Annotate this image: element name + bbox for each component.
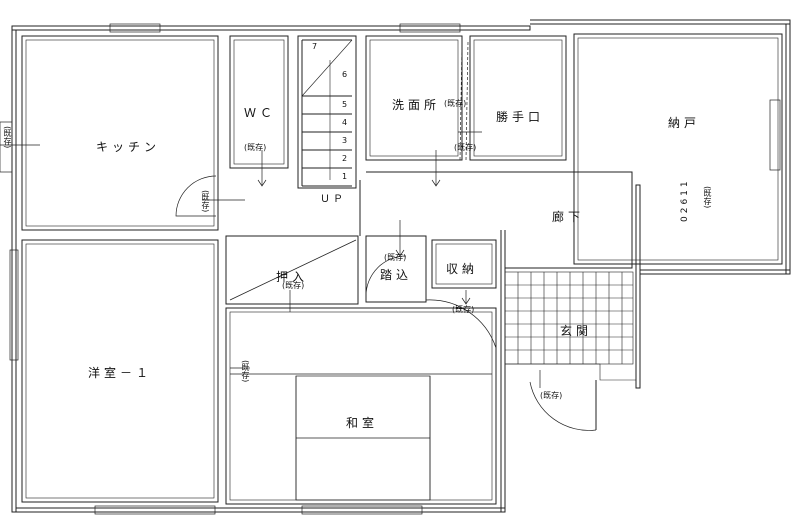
windows: [0, 23, 781, 515]
stair-step-number: 4: [342, 118, 348, 127]
storage-closet-room: [573, 33, 783, 265]
existing-marker: (既存): [452, 305, 475, 314]
stair-step-number: 1: [342, 172, 348, 181]
fumikomi-area: [365, 235, 427, 303]
door-swings: [175, 41, 597, 431]
kitchen-room: [21, 35, 219, 231]
fumikomi-label: 踏込: [380, 268, 413, 282]
stair-step-number: 3: [342, 136, 348, 145]
washroom-label: 洗面所: [392, 98, 441, 112]
existing-marker: (既存): [703, 186, 712, 209]
back-door-label: 勝手口: [496, 110, 545, 124]
arrows: [0, 131, 541, 388]
wc-room: [229, 35, 289, 169]
corridor-label: 廊下: [552, 210, 585, 224]
stair-step-number: 5: [342, 100, 348, 109]
existing-marker: (既存): [454, 143, 477, 152]
stair-step-number: 6: [342, 70, 348, 79]
washitsu-label: 和室: [346, 416, 379, 430]
staircase: [297, 35, 357, 189]
stair-step-number: 2: [342, 154, 348, 163]
existing-marker: (既存): [241, 360, 250, 383]
shuno-label: 収納: [446, 262, 479, 276]
outer-walls: [11, 19, 791, 513]
washroom-room: [365, 35, 463, 161]
existing-marker: (既存): [384, 253, 407, 262]
kitchen-label: キッチン: [96, 140, 161, 154]
window-code: 02611: [680, 178, 690, 222]
western-room: [21, 239, 219, 503]
existing-marker: (既存): [282, 281, 305, 290]
genkan-label: 玄関: [560, 324, 593, 338]
wc-label: ＷＣ: [244, 106, 277, 120]
back-door-room: [469, 35, 567, 161]
oshiire-label: 押入: [276, 270, 309, 284]
oshiire-closet: [225, 235, 359, 305]
existing-marker: (既存): [540, 391, 563, 400]
western-room-label: 洋室－１: [88, 366, 153, 380]
existing-marker: (既存): [201, 190, 210, 213]
genkan-tile-floor: [504, 271, 636, 430]
corridor-walls: [359, 171, 633, 269]
washitsu-room: [225, 307, 497, 505]
stairs-up-label: ＵＰ: [320, 194, 346, 205]
existing-marker: (既存): [3, 126, 12, 149]
shuno-closet: [431, 239, 497, 289]
existing-marker: (既存): [444, 99, 467, 108]
stair-step-number: 7: [312, 42, 318, 51]
existing-marker: (既存): [244, 143, 267, 152]
storage-closet-label: 納戸: [668, 116, 701, 130]
